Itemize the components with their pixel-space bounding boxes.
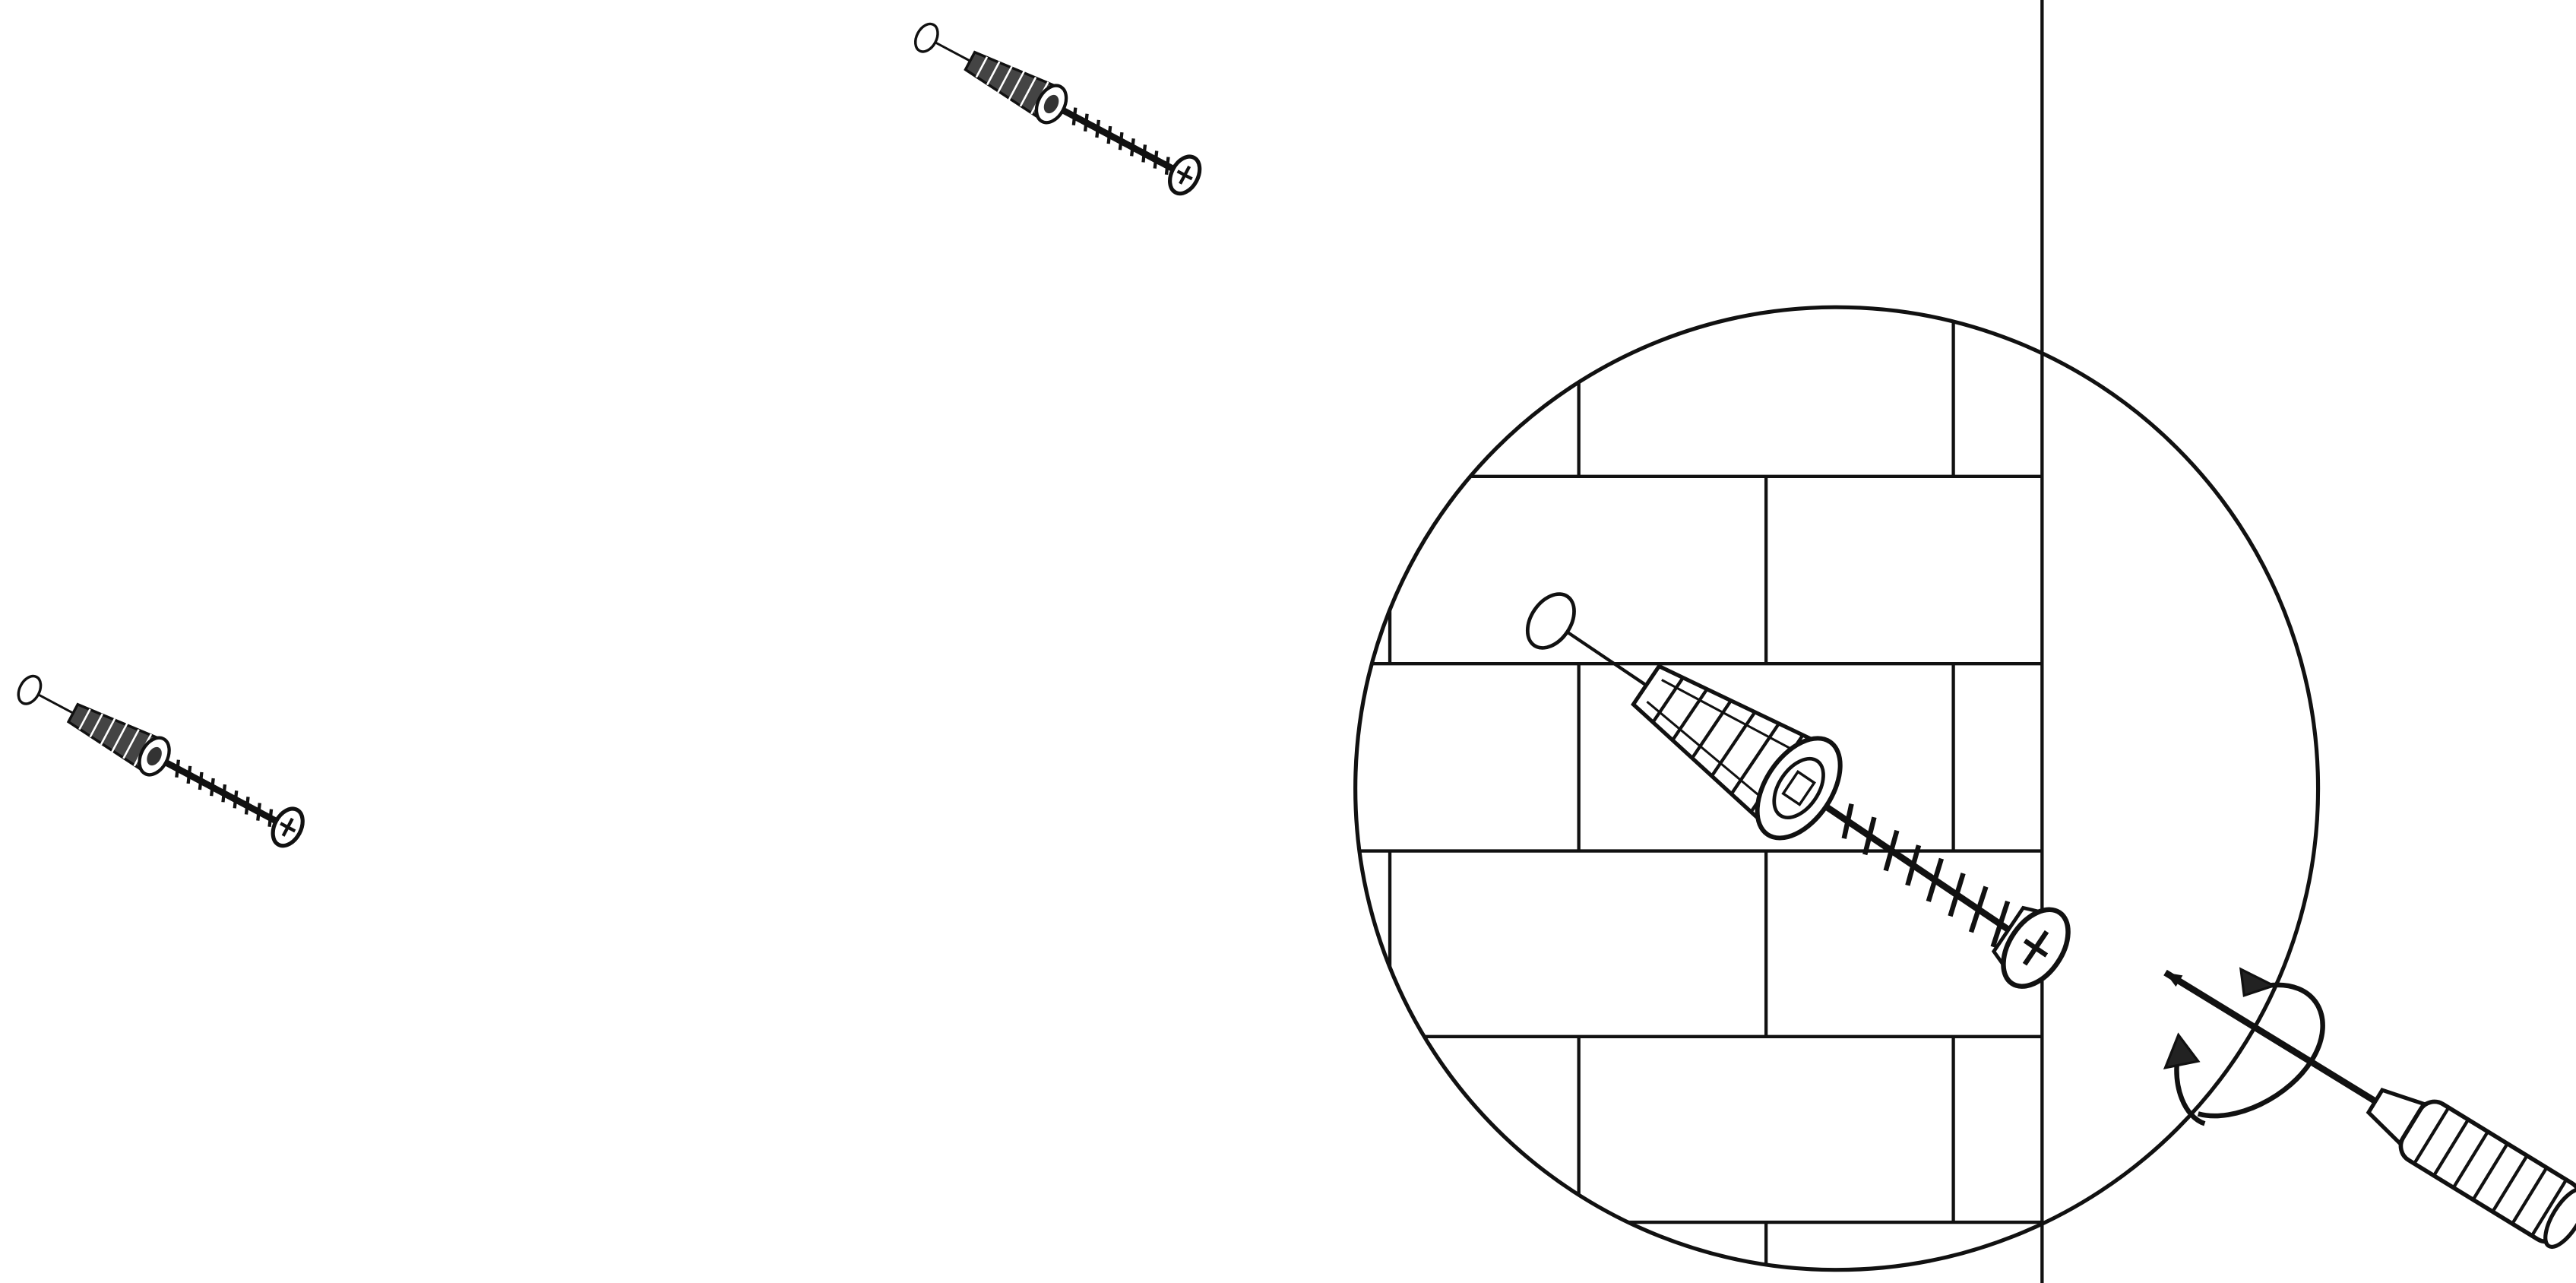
phillips-screw-icon: [1824, 803, 2071, 989]
large-fixing-detail: [1525, 592, 2071, 989]
screw-set-left: [11, 668, 309, 851]
screw-set-top: [909, 16, 1206, 199]
hole-outline-icon: [1525, 592, 1576, 650]
screwdriver-icon: [2163, 969, 2576, 1250]
wall-anchor-icon: [1631, 664, 1843, 841]
brick-wall: [1355, 307, 2043, 1270]
clockwise-rotate-icon: [2163, 967, 2325, 1126]
